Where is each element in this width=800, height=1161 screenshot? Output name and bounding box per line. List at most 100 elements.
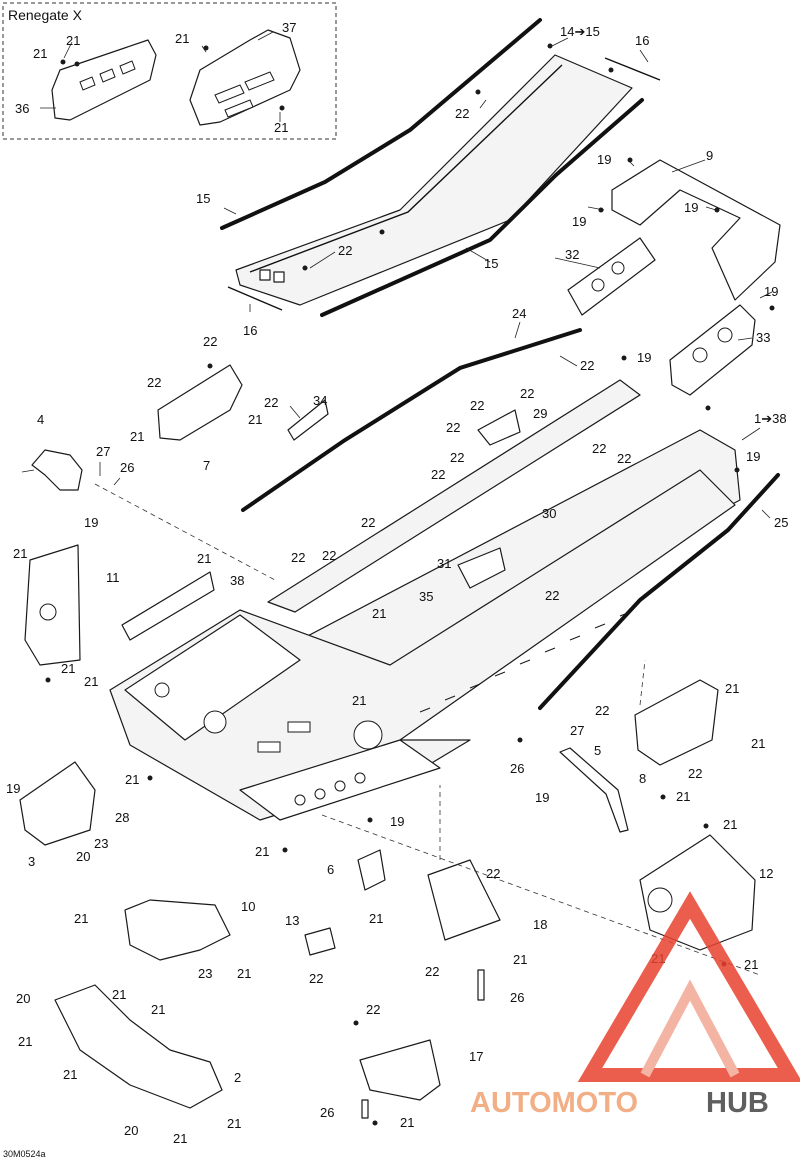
callout: 21 [112,987,126,1002]
callout: 21 [274,120,288,135]
plate-33-hole [717,327,733,343]
callout: 22 [322,548,336,563]
callout: 22 [486,866,500,881]
callout: 37 [282,20,296,35]
callout: 23 [94,836,108,851]
callout: 21 [248,412,262,427]
callout: 24 [512,306,526,321]
callout: 5 [594,743,601,758]
bracket-3 [19,761,96,846]
callout: 21 [130,429,144,444]
tunnel-top-plate [235,54,633,306]
callout: 36 [15,101,29,116]
screw-dot [660,794,666,800]
plate-12 [639,834,756,951]
chassis-body [109,469,736,821]
callout: 22 [291,550,305,565]
figure-code: 30M0524a [3,1149,46,1159]
callout: 21 [513,952,527,967]
callout: 29 [533,406,547,421]
callout: 21 [33,46,47,61]
callout: 21 [352,693,366,708]
bracket-6 [357,849,386,891]
callout: 38 [230,573,244,588]
callout: 21 [751,736,765,751]
callout: 21 [63,1067,77,1082]
callout: 19 [637,350,651,365]
chassis-hole [203,710,227,734]
inset-title: Renegate X [8,7,83,23]
callout: 21 [84,674,98,689]
callout: 21 [400,1115,414,1130]
bracket-34 [287,399,329,441]
screw-dot [207,363,213,369]
callout: 19 [6,781,20,796]
callout: 22 [147,375,161,390]
tunnel-rib [267,379,641,613]
callouts: 21 21 36 21 37 21 14➔15 16 22 15 15 16 2… [6,20,788,1146]
inset-renegate-x: Renegate X [2,2,337,140]
strip-16-upper [604,57,661,81]
callout: 21 [66,33,80,48]
bolt-26-lower [361,1099,369,1119]
callout: 21 [74,911,88,926]
plate-33-hole [692,347,708,363]
callout: 23 [198,966,212,981]
callout: 21 [725,681,739,696]
callout: 22 [545,588,559,603]
bracket-13 [304,927,336,956]
callout: 9 [706,148,713,163]
plate-32-hole [611,261,625,275]
callout: 22 [580,358,594,373]
callout: 31 [437,556,451,571]
bracket-37-slots [214,71,275,118]
strip-16-lower [227,286,283,311]
screw-dot [372,1120,378,1126]
callout: 22 [264,395,278,410]
callout: 27 [96,444,110,459]
callout: 14➔15 [560,24,600,39]
callout: 21 [13,546,27,561]
screw-dot [734,467,740,473]
watermark-inner-triangle-icon [640,979,740,1078]
callout: 22 [431,467,445,482]
callout: 1➔38 [754,411,787,426]
screw-dot [302,265,308,271]
rail-25 [538,473,780,710]
assembly-line [639,659,646,706]
callout: 26 [320,1105,334,1120]
callout: 19 [597,152,611,167]
callout: 22 [425,964,439,979]
plate-12-hole [647,887,673,913]
callout: 19 [746,449,760,464]
callout: 26 [510,990,524,1005]
callout: 22 [446,420,460,435]
screw-dot [353,1020,359,1026]
bracket-18 [427,859,501,941]
callout: 21 [227,1116,241,1131]
leader-lines [21,31,773,519]
screw-dot [598,207,604,213]
callout: 22 [338,243,352,258]
inset-frame [2,2,337,140]
callout: 22 [203,334,217,349]
callout: 21 [744,957,758,972]
bracket-36-slots [79,60,136,91]
screw-dot [147,775,153,781]
screw-dot [517,737,523,743]
callout: 22 [470,398,484,413]
callout: 25 [774,515,788,530]
callout: 21 [369,911,383,926]
chassis-hole [154,682,170,698]
callout: 15 [196,191,210,206]
callout: 22 [309,971,323,986]
assembly-line [94,483,276,581]
screw-dot [608,67,614,73]
callout: 26 [510,761,524,776]
plate-2 [54,984,223,1109]
callout: 21 [372,606,386,621]
bracket-10 [124,899,231,961]
bolt-26 [477,969,485,1001]
link-5 [559,747,629,833]
screw-dot [379,229,385,235]
